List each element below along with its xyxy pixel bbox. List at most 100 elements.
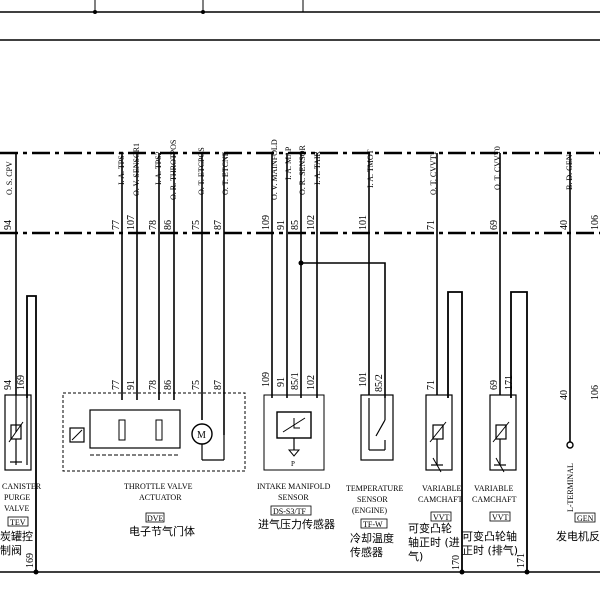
component-name: ACTUATOR [139, 493, 182, 502]
component-chinese-name: 冷却温度 [350, 531, 394, 545]
return-wire-171 [510, 291, 528, 572]
pin-number: 169 [16, 375, 27, 390]
component-pin-numbers: 94 169 77 91 78 86 75 87 109 91 85/1 102… [3, 372, 600, 570]
l-terminal-label: L-TERMINAL [566, 463, 575, 512]
pin-number: 106 [590, 215, 600, 230]
component-chinese-name: 可变凸轮轴 [462, 529, 517, 543]
component-code: DS-S3/TF [273, 507, 306, 516]
component-name: TEMPERATURE [346, 484, 403, 493]
wire-number: 171 [516, 553, 527, 568]
component-code: DVE [147, 514, 164, 523]
pin-number: 40 [559, 390, 570, 400]
component-chinese-name: 正时 (排气) [462, 543, 518, 557]
pin-number: 85/2 [374, 374, 385, 392]
signal-label: O. T. ETCPOS [197, 147, 206, 195]
signal-label: O. S. CPV [5, 161, 14, 195]
component-name: INTAKE MANIFOLD [257, 482, 331, 491]
signal-label: I. A. MAP [284, 146, 293, 180]
l-terminal-node [566, 441, 574, 449]
signal-label: I. A. TPS2 [154, 151, 163, 185]
signal-label: I. A. TMOT [366, 149, 375, 188]
pin-number: 102 [306, 375, 317, 390]
vvt-intake-symbol [425, 394, 453, 473]
component-chinese-name: 电子节气门体 [129, 524, 195, 538]
signal-label: O. R. THROTPOS [169, 140, 178, 200]
pin-number: 75 [191, 380, 202, 390]
component-name: SENSOR [278, 493, 309, 502]
pin-number: 171 [504, 375, 515, 390]
pin-number: 75 [191, 220, 202, 230]
component-name: THROTTLE VALVE [124, 482, 193, 491]
component-code: GEN [577, 514, 594, 523]
component-name: CAMCHAFT [472, 495, 517, 504]
pin-number: 77 [111, 220, 122, 230]
pin-number: 91 [276, 220, 287, 230]
component-name: CAMCHAFT [418, 495, 463, 504]
component-chinese-name: 传感器 [350, 546, 383, 559]
component-code: VVT [492, 513, 509, 522]
component-chinese-name: 可变凸轮 [408, 521, 452, 535]
pin-number: 91 [126, 380, 137, 390]
signal-labels: O. S. CPV I. A. TPS1 O. V. SENSOR1 I. A.… [5, 139, 574, 200]
pin-number: 85 [290, 220, 301, 230]
ecu-pin-numbers: 94 77 107 78 86 75 87 109 91 85 102 101 … [3, 215, 600, 230]
pin-number: 87 [213, 220, 224, 230]
jumper-wire-85 [301, 262, 386, 398]
pin-number: 85/1 [290, 372, 301, 390]
signal-label: I. A. TAIR [313, 150, 322, 185]
pin-number: 78 [148, 220, 159, 230]
pin-number: 77 [111, 380, 122, 390]
pin-number: 102 [306, 215, 317, 230]
wire-number: 169 [25, 553, 36, 568]
pin-number: 91 [276, 377, 287, 387]
pin-number: 87 [213, 380, 224, 390]
canister-purge-valve-symbol [4, 394, 32, 471]
pin-number: 94 [3, 220, 14, 230]
pin-number: 69 [489, 380, 500, 390]
pin-number: 40 [559, 220, 570, 230]
component-labels: CANISTER PURGE VALVE TEV 炭罐控 制阀 THROTTLE… [0, 482, 600, 563]
component-code: TEV [10, 518, 26, 527]
pin-number: 170 [451, 555, 462, 570]
component-name: PURGE [4, 493, 30, 502]
component-name: CANISTER [2, 482, 42, 491]
component-name: SENSOR [357, 495, 388, 504]
pin-number: 101 [358, 372, 369, 387]
pin-number: 78 [148, 380, 159, 390]
pin-number: 106 [590, 385, 600, 400]
pin-number: 109 [261, 372, 272, 387]
component-chinese-name: 气) [408, 549, 423, 563]
pin-number: 71 [426, 380, 437, 390]
motor-letter: M [197, 430, 206, 441]
vvt-exhaust-symbol [489, 394, 517, 473]
signal-label: O. T. ETCNE [221, 151, 230, 195]
signal-label: O. R. SENSOR [298, 145, 307, 195]
return-wire-169 [26, 295, 37, 572]
pin-number: 107 [126, 215, 137, 230]
pin-number: 94 [3, 380, 14, 390]
component-name: VALVE [4, 504, 29, 513]
component-code: TF-W [363, 520, 383, 529]
component-chinese-name: 进气压力传感器 [258, 517, 335, 531]
signal-label: I. A. TPS1 [117, 151, 126, 185]
throttle-valve-actuator-symbol: M [62, 392, 246, 472]
pin-number: 69 [489, 220, 500, 230]
pin-number: 71 [426, 220, 437, 230]
pin-number: 101 [358, 215, 369, 230]
temperature-sensor-symbol [360, 394, 394, 461]
signal-wires [15, 153, 571, 442]
intake-manifold-sensor-symbol: P [263, 394, 325, 471]
component-chinese-name: 轴正时 (进 [408, 535, 460, 549]
component-code: VVT [433, 513, 450, 522]
return-wire-170 [447, 291, 463, 572]
component-chinese-name: 发电机反 [556, 529, 600, 543]
component-name: (ENGINE) [352, 506, 387, 515]
component-chinese-name: 制阀 [0, 543, 22, 557]
pin-number: 86 [163, 220, 174, 230]
signal-label: O. T. CVVT1 [429, 151, 438, 195]
pin-number: 86 [163, 380, 174, 390]
signal-label: O. T. CVVT0 [493, 146, 502, 190]
pin-number: 109 [261, 215, 272, 230]
component-name: VARIABLE [474, 484, 514, 493]
